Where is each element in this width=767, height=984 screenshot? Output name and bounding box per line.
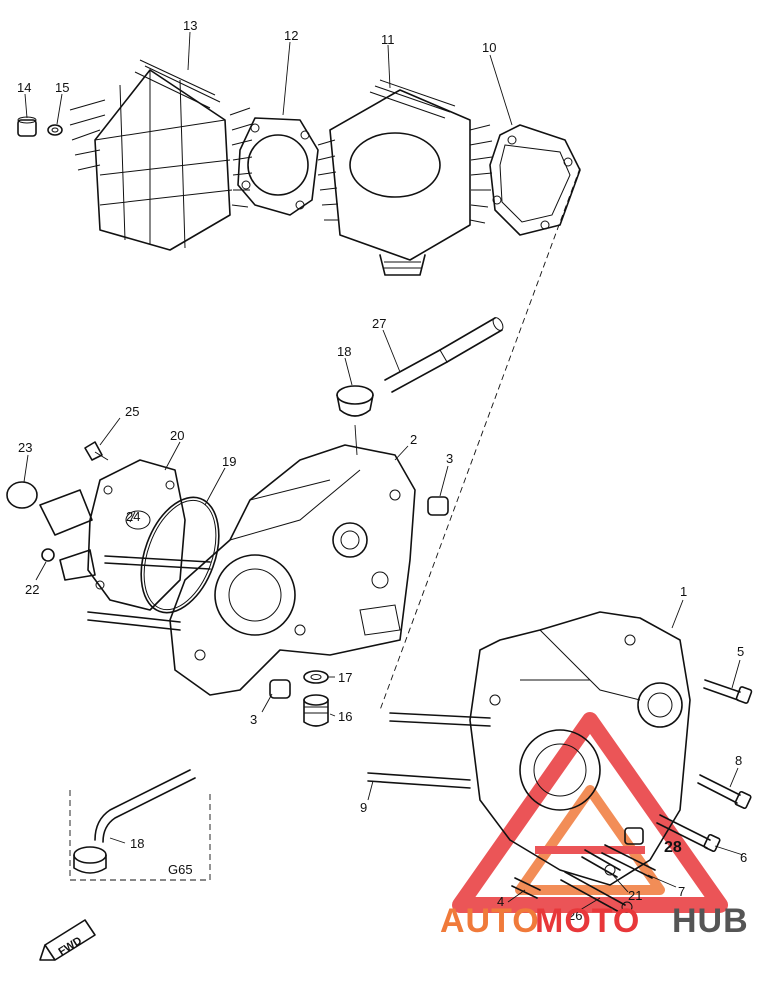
part-label-3b: 3 <box>250 712 257 727</box>
part-label-28: 28 <box>664 839 682 856</box>
part-label-23: 23 <box>18 440 32 455</box>
part-label-21: 21 <box>628 888 642 903</box>
part-label-16: 16 <box>338 709 352 724</box>
part-label-8: 8 <box>735 753 742 768</box>
washer-17 <box>303 670 329 684</box>
part-label-25: 25 <box>125 404 139 419</box>
stud-26 <box>560 871 633 914</box>
inset-g65 <box>69 769 211 881</box>
circlip-22 <box>41 548 55 562</box>
part-label-13: 13 <box>183 18 197 33</box>
crankcase-right-1 <box>469 611 691 886</box>
part-numbers: 13 12 11 10 14 15 27 18 2 3 25 20 19 23 … <box>17 18 747 958</box>
stud-bolts <box>87 555 211 631</box>
cylinder-head-13 <box>69 59 253 251</box>
part-label-18b: 18 <box>130 836 144 851</box>
crankcase-left-2 <box>169 444 416 696</box>
dowel-3b <box>269 679 291 699</box>
stud-4 <box>511 877 541 899</box>
bolt-25 <box>84 441 109 461</box>
circlip-23 <box>6 481 38 509</box>
part-label-10: 10 <box>482 40 496 55</box>
dowel-pin-14 <box>17 116 37 137</box>
fwd-arrow-icon <box>39 919 96 961</box>
part-label-7: 7 <box>678 884 685 899</box>
dowel-3a <box>427 496 449 516</box>
stud-9 <box>367 772 471 789</box>
cylinder-11 <box>317 79 493 276</box>
watermark-auto: AUTO <box>440 902 540 940</box>
part-label-12: 12 <box>284 28 298 43</box>
watermark-text: AUTO MOTO HUB <box>440 902 749 940</box>
head-gasket-10 <box>489 124 581 236</box>
part-label-3a: 3 <box>446 451 453 466</box>
part-label-22: 22 <box>25 582 39 597</box>
part-label-17: 17 <box>338 670 352 685</box>
inset-label: G65 <box>168 862 193 877</box>
stud-long-top <box>389 712 491 727</box>
watermark-hub: HUB <box>672 902 749 940</box>
washer-15 <box>47 124 63 136</box>
part-label-14: 14 <box>17 80 31 95</box>
nozzle <box>39 489 96 581</box>
bolt-7 <box>601 844 656 879</box>
watermark-moto: MOTO <box>535 902 640 940</box>
stud-21 <box>581 849 621 878</box>
oil-pipe-27 <box>384 317 504 393</box>
cover-20 <box>87 459 186 611</box>
part-label-18a: 18 <box>337 344 351 359</box>
dowel-28 <box>624 827 644 845</box>
part-label-27: 27 <box>372 316 386 331</box>
part-label-5: 5 <box>737 644 744 659</box>
part-label-19: 19 <box>222 454 236 469</box>
part-label-2: 2 <box>410 432 417 447</box>
part-label-11: 11 <box>381 32 395 47</box>
o-ring-19 <box>140 496 220 614</box>
bolt-6 <box>656 814 721 853</box>
plug-16 <box>303 694 329 727</box>
bolt-8 <box>697 774 752 810</box>
part-label-9: 9 <box>360 800 367 815</box>
part-label-24: 24 <box>126 509 140 524</box>
leader-lines <box>23 31 744 911</box>
part-label-6: 6 <box>740 850 747 865</box>
fwd-label: FWD <box>56 935 84 958</box>
cylinder-gasket-12 <box>237 117 319 216</box>
cap-18 <box>336 385 374 417</box>
part-label-20: 20 <box>170 428 184 443</box>
part-label-1: 1 <box>680 584 687 599</box>
watermark-logo-icon <box>452 712 728 913</box>
bolt-5 <box>703 679 753 704</box>
part-label-4: 4 <box>497 894 504 909</box>
part-label-26: 26 <box>568 908 582 923</box>
part-label-15: 15 <box>55 80 69 95</box>
